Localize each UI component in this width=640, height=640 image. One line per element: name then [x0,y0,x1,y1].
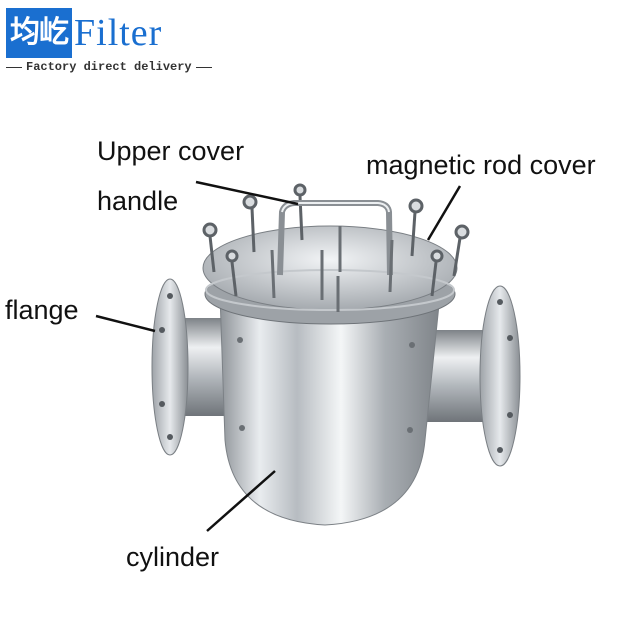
logo-wordmark: 均屹 Filter [6,8,222,58]
leader-line-handle [195,180,299,206]
label-handle: handle [97,186,179,216]
magnetic-rod-cover [270,226,394,312]
lid-handle [277,200,393,276]
cylinder-body [219,294,441,526]
lid-clamps [202,183,470,297]
left-flange [151,278,189,456]
tagline-dash-left [6,66,22,68]
flange-bolt-hole [159,401,165,407]
logo-tagline: Factory direct delivery [6,60,222,74]
upper-cover [202,225,458,325]
body-bolt [239,425,245,431]
leader-lines [95,180,462,532]
brand-logo: 均屹 Filter Factory direct delivery [6,8,222,74]
tagline-text: Factory direct delivery [26,60,192,74]
label-upper-cover: Upper cover [97,136,245,166]
label-cylinder: cylinder [126,542,220,572]
right-flange-assembly [425,285,521,467]
flange-bolt-hole [507,412,513,418]
flange-bolt-hole [167,293,173,299]
body-bolt [409,342,415,348]
right-flange [479,285,521,467]
logo-english-text: Filter [74,12,163,54]
leader-line-flange [95,314,156,333]
flange-bolt-hole [167,434,173,440]
flange-bolt-hole [497,447,503,453]
body-bolt [237,337,243,343]
tagline-dash-right [195,66,212,68]
label-magnetic-rod-cover: magnetic rod cover [366,150,596,180]
label-flange: flange [5,295,79,325]
logo-chinese-text: 均屹 [6,8,72,58]
body-bolt [407,427,413,433]
flange-bolt-hole [497,299,503,305]
flange-bolt-hole [159,327,165,333]
leader-line-magnetic-rod-cover [426,185,462,241]
flange-bolt-hole [507,335,513,341]
leader-line-cylinder [206,470,276,532]
